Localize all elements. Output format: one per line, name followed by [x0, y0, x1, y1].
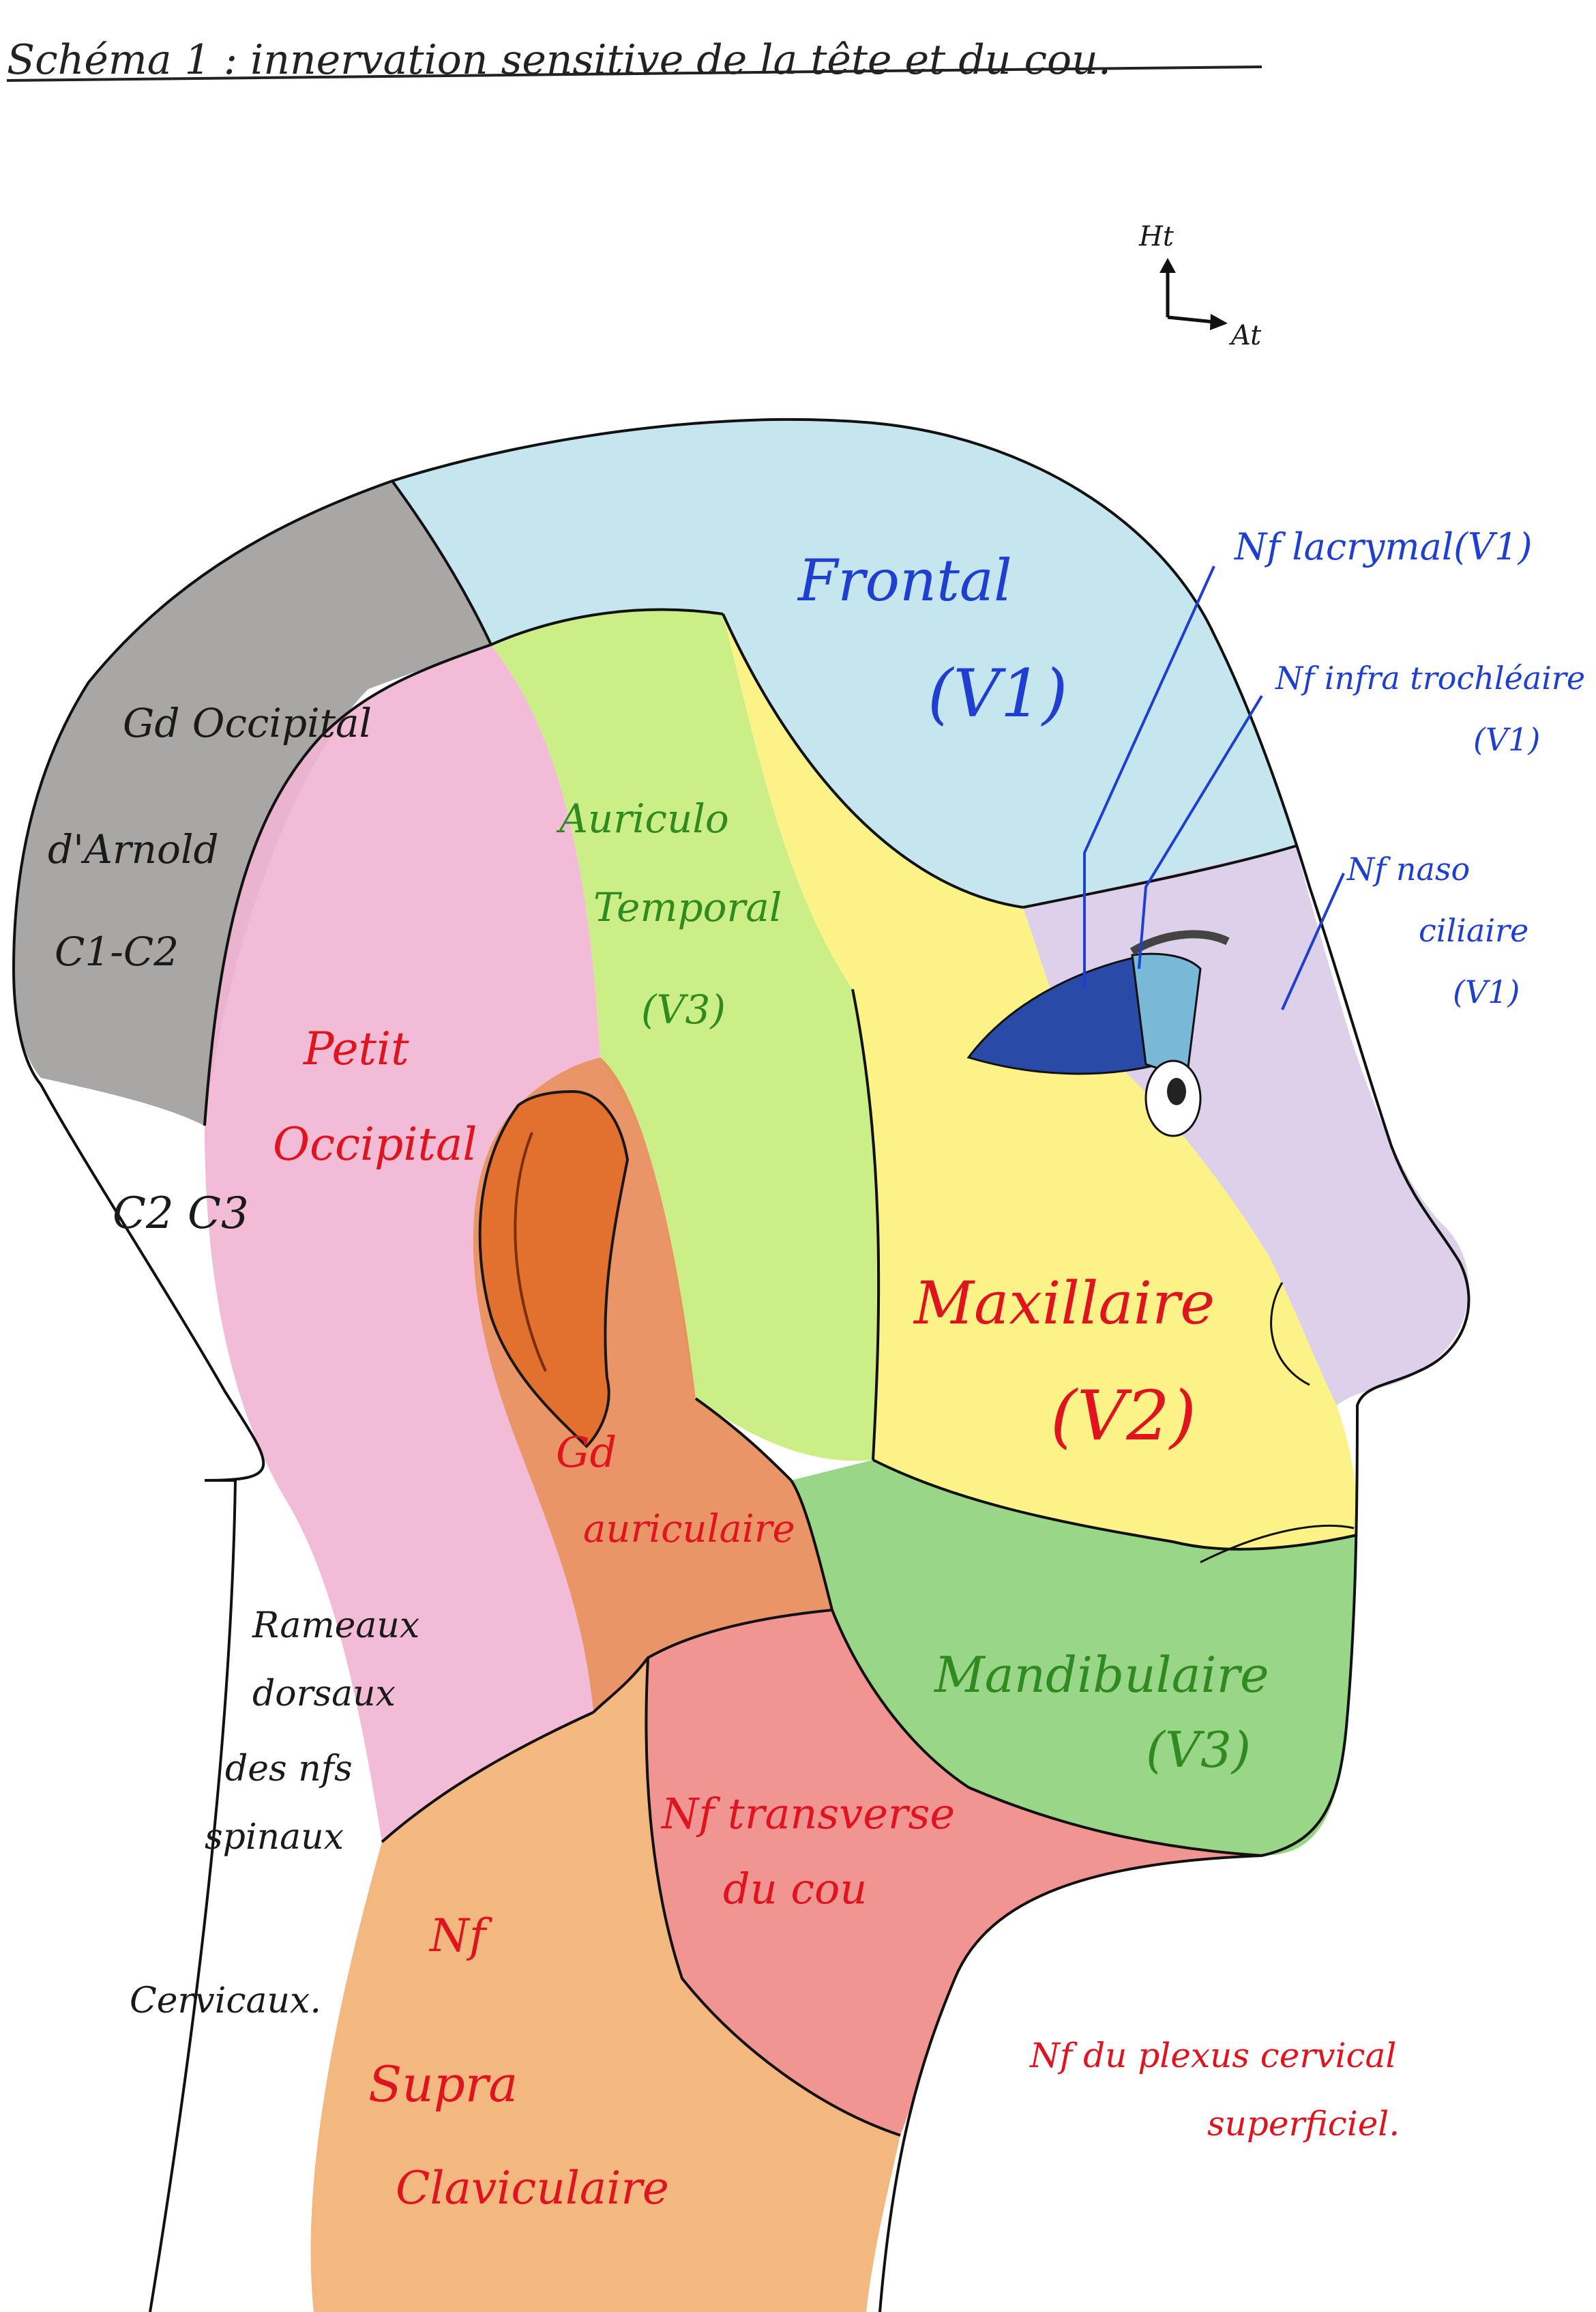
label-frontal-line1: Frontal: [797, 547, 1012, 614]
label-naso-ciliaire-line2: ciliaire: [1419, 912, 1528, 949]
label-rameaux-line3: des nfs: [225, 1748, 353, 1789]
region-maxillaire: [723, 614, 1357, 1549]
lip-line: [1200, 1525, 1355, 1564]
label-rameaux-line1: Rameaux: [252, 1605, 419, 1646]
label-naso-ciliaire-line1: Nf naso: [1346, 851, 1470, 888]
eye: [966, 930, 1230, 1137]
label-transverse-line2: du cou: [723, 1864, 867, 1914]
head-outline: [12, 418, 1471, 2312]
label-maxillaire: Maxillaire (V2): [913, 1270, 1215, 1456]
label-petit-occipital: Petit Occipital: [273, 1023, 477, 1171]
label-rameaux-line4: spinaux: [205, 1817, 344, 1858]
label-mandibulaire: Mandibulaire (V3): [933, 1646, 1269, 1779]
label-rameaux-line2: dorsaux: [252, 1673, 396, 1714]
ear-helix-line: [514, 1132, 547, 1372]
label-supra-claviculaire-line2: Supra: [368, 2055, 518, 2113]
label-maxillaire-line1: Maxillaire: [913, 1270, 1215, 1338]
callout-lines: [1083, 566, 1345, 1010]
title-underline: [6, 65, 1262, 82]
label-gd-auriculaire: Gd auriculaire: [556, 1427, 795, 1551]
region-petit-occipital: [205, 645, 600, 1842]
label-auriculo-temporal: Auriculo Temporal (V3): [556, 795, 782, 1033]
label-gd-auriculaire-line1: Gd: [556, 1427, 617, 1477]
label-naso-ciliaire: Nf naso ciliaire (V1): [1346, 851, 1528, 1010]
label-gd-occipital-line2: d'Arnold: [48, 826, 219, 873]
label-auriculo-temporal-line3: (V3): [641, 986, 726, 1033]
label-auriculo-temporal-line2: Temporal: [593, 884, 782, 931]
label-infra-trochleaire-line1: Nf infra trochléaire: [1275, 660, 1585, 697]
label-naso-ciliaire-line3: (V1): [1453, 974, 1520, 1010]
orientation-indicator: Ht At: [1138, 221, 1262, 351]
label-c2c3: C2 C3: [113, 1188, 249, 1239]
label-frontal: Frontal (V1): [797, 547, 1067, 732]
label-gd-occipital-line1: Gd Occipital: [123, 700, 372, 746]
infra-trochleaire-leader: [1138, 694, 1263, 969]
label-maxillaire-line2: (V2): [1050, 1376, 1196, 1456]
region-supra-claviculaire: [310, 1658, 901, 2312]
label-supra-claviculaire-line1: Nf: [428, 1909, 493, 1962]
label-rameaux: Rameaux dorsaux des nfs spinaux Cervicau…: [130, 1605, 419, 2021]
label-infra-trochleaire-line2: (V1): [1473, 721, 1540, 758]
label-supra-claviculaire: Nf Supra Claviculaire: [368, 1909, 669, 2214]
legend-note: Nf du plexus cervical superficiel.: [1029, 2036, 1400, 2143]
label-gd-occipital-line3: C1-C2: [55, 928, 179, 975]
label-auriculo-temporal-line1: Auriculo: [556, 795, 729, 842]
legend-note-line2: superficiel.: [1207, 2104, 1400, 2143]
label-transverse-line1: Nf transverse: [660, 1789, 955, 1839]
label-petit-occipital-line1: Petit: [303, 1023, 409, 1075]
label-lacrymal: Nf lacrymal(V1): [1233, 525, 1533, 568]
label-gd-occipital: Gd Occipital d'Arnold C1-C2: [48, 700, 372, 975]
label-frontal-line2: (V1): [928, 656, 1067, 732]
label-petit-occipital-line2: Occipital: [273, 1118, 477, 1171]
label-infra-trochleaire: Nf infra trochléaire (V1): [1275, 660, 1585, 758]
nostril-line: [1270, 1282, 1310, 1386]
label-supra-claviculaire-line3: Claviculaire: [396, 2162, 669, 2214]
legend-note-line1: Nf du plexus cervical: [1029, 2036, 1396, 2075]
orientation-up-label: Ht: [1138, 221, 1174, 252]
label-mandibulaire-line2: (V3): [1146, 1721, 1251, 1779]
label-mandibulaire-line1: Mandibulaire: [933, 1646, 1269, 1703]
region-auriculo-temporal: [491, 609, 879, 1461]
forward-arrowhead-icon: [1210, 314, 1228, 330]
naso-ciliaire-leader: [1281, 873, 1345, 1010]
label-rameaux-line5: Cervicaux.: [130, 1980, 321, 2021]
forward-arrow: [1167, 315, 1215, 324]
orientation-forward-label: At: [1228, 320, 1262, 351]
region-transverse: [646, 1610, 1262, 2135]
label-gd-auriculaire-line2: auriculaire: [583, 1507, 795, 1551]
lacrymal-leader: [1083, 566, 1215, 989]
region-frontal: [392, 419, 1296, 907]
diagram-title: Schéma 1 : innervation sensitive de la t…: [7, 36, 1111, 84]
region-mandibulaire: [791, 1460, 1357, 1856]
label-transverse: Nf transverse du cou: [660, 1789, 955, 1914]
ear: [478, 1089, 630, 1448]
region-gd-occipital: [14, 481, 491, 1126]
up-arrowhead-icon: [1159, 258, 1176, 273]
